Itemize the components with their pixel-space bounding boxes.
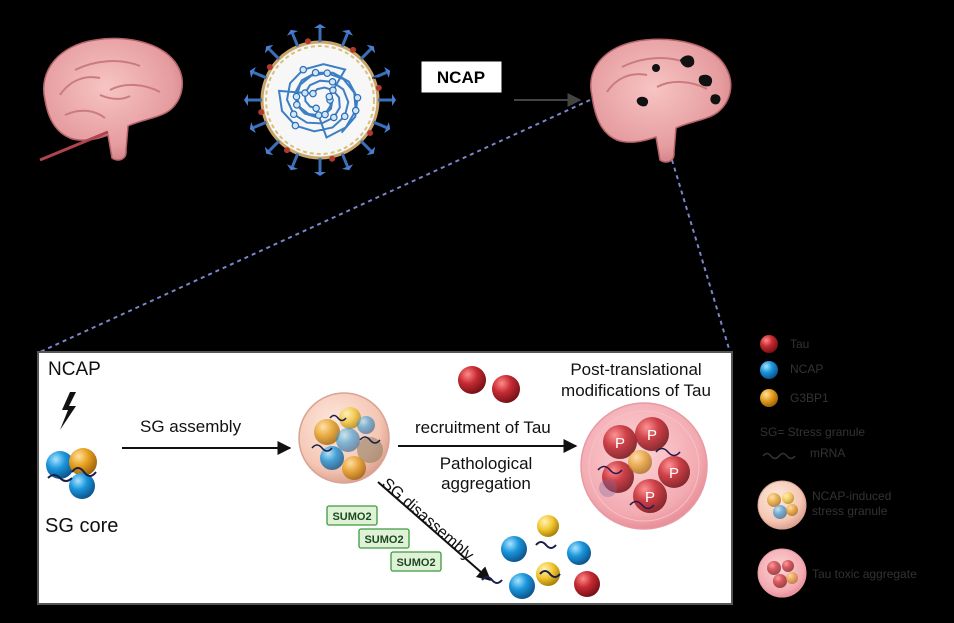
nucleocapsid-protein-icon	[299, 65, 308, 74]
spike-protein-icon	[244, 94, 262, 106]
spike-protein-icon	[373, 120, 391, 134]
lightning-icon	[60, 392, 76, 430]
spike-protein-icon	[340, 29, 354, 47]
nucleocapsid-protein-icon	[311, 68, 320, 77]
legend-granule-label-1: NCAP-induced	[812, 489, 891, 503]
phospho-marker: P	[669, 465, 679, 482]
svg-text:SUMO2: SUMO2	[396, 557, 435, 569]
legend-aggregate-swatch	[757, 548, 807, 598]
phospho-marker: P	[647, 427, 657, 444]
membrane-protein-icon	[375, 84, 382, 91]
legend-aggregate-label: Tau toxic aggregate	[812, 567, 917, 581]
nucleocapsid-protein-icon	[353, 93, 362, 102]
spike-protein-icon	[249, 66, 267, 80]
zoom-line-left	[39, 99, 591, 353]
nucleocapsid-protein-icon	[340, 112, 349, 121]
nucleocapsid-protein-icon	[321, 110, 329, 119]
spike-protein-icon	[378, 94, 396, 106]
spike-protein-icon	[373, 66, 391, 80]
sg-assembly-label: SG assembly	[140, 417, 242, 436]
nucleocapsid-protein-icon	[291, 121, 300, 130]
ptm-label-1: Post-translational	[570, 360, 701, 379]
legend-mrna-label: mRNA	[810, 446, 845, 460]
nucleocapsid-protein-icon	[351, 106, 360, 115]
spike-protein-icon	[314, 158, 326, 176]
nucleocapsid-protein-icon	[312, 104, 320, 113]
membrane-protein-icon	[367, 130, 374, 137]
legend-g3bp1-label: G3BP1	[790, 391, 829, 405]
legend-granule-label-2: stress granule	[812, 504, 888, 518]
stress-granule	[298, 392, 390, 484]
spike-protein-icon	[314, 24, 326, 42]
nucleocapsid-protein-icon	[289, 110, 298, 119]
legend-ncap-label: NCAP	[790, 362, 823, 376]
ncap-label-box	[420, 60, 503, 94]
sumo2-tag: SUMO2	[326, 505, 378, 526]
spike-protein-icon	[286, 29, 300, 47]
membrane-protein-icon	[350, 46, 357, 53]
ncap-label: NCAP	[437, 68, 485, 87]
membrane-protein-icon	[258, 109, 265, 116]
membrane-protein-icon	[329, 155, 336, 162]
spike-protein-icon	[264, 139, 281, 156]
nucleocapsid-protein-icon	[309, 89, 317, 98]
legend-mrna-swatch	[762, 452, 796, 460]
diseased-brain-icon	[590, 38, 732, 163]
legend-ncap-swatch	[760, 361, 778, 379]
spike-protein-icon	[359, 139, 376, 156]
nucleocapsid-protein-icon	[292, 92, 301, 101]
zoom-line-right	[671, 159, 731, 353]
spike-protein-icon	[340, 153, 354, 171]
membrane-protein-icon	[283, 147, 290, 154]
sg-disassembly-arrow	[377, 481, 492, 581]
spike-protein-icon	[249, 120, 267, 134]
legend-tau-label: Tau	[790, 337, 809, 351]
nucleocapsid-protein-icon	[328, 77, 337, 86]
phospho-marker: P	[645, 489, 655, 506]
ptm-label-2: modifications of Tau	[561, 381, 711, 400]
membrane-protein-icon	[304, 38, 311, 45]
spike-protein-icon	[286, 153, 300, 171]
sg-core-cluster	[46, 448, 97, 499]
sg-core-label: SG core	[45, 515, 118, 537]
tau-sphere	[458, 366, 486, 394]
nucleocapsid-protein-icon	[323, 69, 332, 77]
legend-sg-definition: SG= Stress granule	[760, 425, 865, 439]
tau-aggregate: P P P P	[580, 402, 708, 530]
spike-protein-icon	[359, 44, 376, 61]
virus-ncap-icon	[244, 24, 396, 176]
nucleocapsid-protein-icon	[314, 111, 323, 119]
phospho-marker: P	[615, 435, 625, 452]
dispersed-components	[481, 515, 600, 599]
nucleocapsid-protein-icon	[330, 113, 338, 122]
trigger-label: NCAP	[48, 359, 101, 380]
healthy-brain-icon	[39, 37, 184, 162]
nucleocapsid-protein-icon	[301, 89, 309, 97]
legend: Tau NCAP G3BP1 SG= Stress granule mRNA N…	[757, 335, 917, 598]
pathological-label-2: aggregation	[441, 474, 531, 493]
tau-sphere	[492, 375, 520, 403]
spike-protein-icon	[264, 44, 281, 61]
svg-text:SUMO2: SUMO2	[364, 534, 403, 546]
sumo2-tag: SUMO2	[390, 551, 442, 572]
rna-genome-icon	[277, 63, 359, 139]
legend-granule-swatch	[757, 480, 807, 530]
legend-tau-swatch	[760, 335, 778, 353]
legend-g3bp1-swatch	[760, 389, 778, 407]
membrane-protein-icon	[266, 63, 273, 70]
sumo2-tag: SUMO2	[358, 528, 410, 549]
recruitment-label: recruitment of Tau	[415, 418, 551, 437]
pathological-label-1: Pathological	[440, 454, 533, 473]
nucleocapsid-protein-icon	[329, 86, 337, 95]
svg-text:SUMO2: SUMO2	[332, 511, 371, 523]
nucleocapsid-protein-icon	[292, 100, 301, 109]
nucleocapsid-protein-icon	[325, 92, 334, 101]
